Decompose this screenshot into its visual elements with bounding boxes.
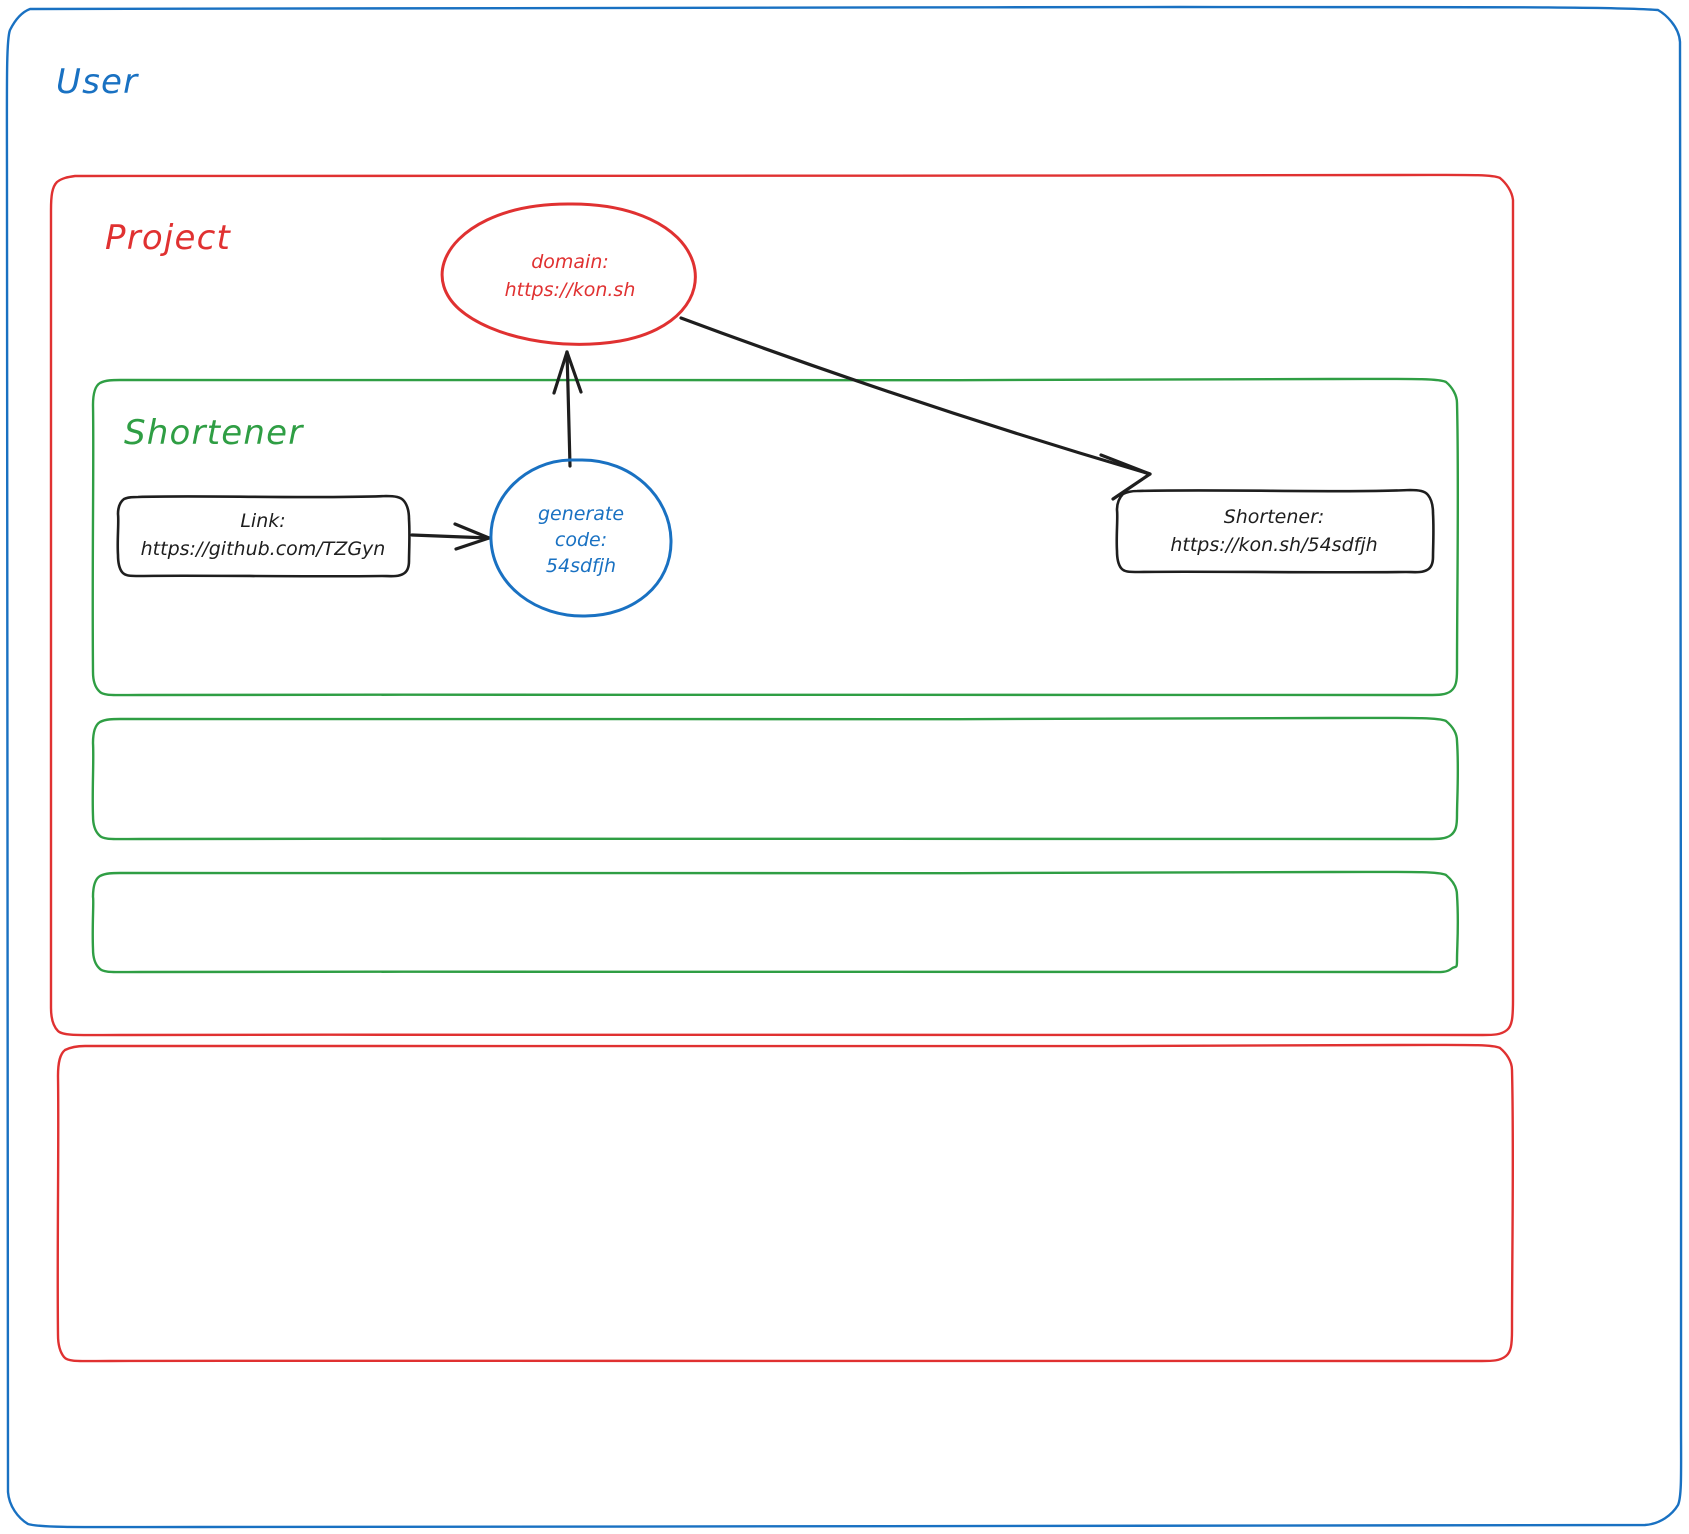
group-user[interactable]: User bbox=[5, 5, 1683, 1529]
generate-circle-line1: generate bbox=[538, 503, 624, 525]
shortener-box-line1: Shortener: bbox=[1224, 506, 1325, 528]
arrow-link-to-generate-head bbox=[453, 522, 491, 551]
arrow-generate-to-domain bbox=[552, 350, 583, 468]
generate-circle-line3: 54sdfjh bbox=[546, 555, 616, 577]
node-link-box[interactable]: Link: https://github.com/TZGyn bbox=[116, 494, 411, 578]
user-frame-border bbox=[5, 5, 1683, 1529]
node-generate-circle[interactable]: generate code: 54sdfjh bbox=[489, 458, 673, 618]
arrow-domain-to-shortener-head bbox=[1099, 453, 1152, 501]
arrow-generate-to-domain-head bbox=[552, 350, 583, 395]
arrow-link-to-generate-line bbox=[410, 533, 491, 540]
node-shortener-box[interactable]: Shortener: https://kon.sh/54sdfjh bbox=[1115, 488, 1435, 574]
user-group-label: User bbox=[56, 62, 139, 102]
project-group-label: Project bbox=[105, 218, 232, 258]
arrow-generate-to-domain-line bbox=[565, 350, 572, 468]
domain-ellipse-line2: https://kon.sh bbox=[505, 279, 636, 301]
project-frame-border bbox=[49, 173, 1516, 1037]
generate-circle-shape bbox=[489, 458, 673, 618]
shortener-box-line2: https://kon.sh/54sdfjh bbox=[1170, 534, 1377, 556]
link-box-shape bbox=[116, 494, 411, 578]
empty-green-2-border bbox=[91, 870, 1460, 974]
arrow-link-to-generate bbox=[410, 522, 491, 551]
node-domain-ellipse[interactable]: domain: https://kon.sh bbox=[440, 202, 697, 346]
empty-green-1-border bbox=[91, 716, 1460, 841]
arrow-domain-to-shortener bbox=[679, 316, 1152, 501]
shortener-box-shape bbox=[1115, 488, 1435, 574]
group-project[interactable]: Project bbox=[49, 173, 1516, 1037]
group-shortener[interactable]: Shortener bbox=[91, 377, 1460, 697]
link-box-line2: https://github.com/TZGyn bbox=[141, 538, 386, 560]
arrow-domain-to-shortener-line bbox=[679, 316, 1152, 476]
group-empty-red-bottom[interactable] bbox=[56, 1043, 1515, 1363]
empty-red-bottom-border bbox=[56, 1043, 1515, 1363]
domain-ellipse-line1: domain: bbox=[531, 251, 609, 273]
domain-ellipse-shape bbox=[440, 202, 697, 346]
shortener-group-label: Shortener bbox=[124, 413, 304, 453]
group-empty-green-2[interactable] bbox=[91, 870, 1460, 974]
link-box-line1: Link: bbox=[240, 510, 285, 532]
shortener-frame-border bbox=[91, 377, 1460, 697]
group-empty-green-1[interactable] bbox=[91, 716, 1460, 841]
generate-circle-line2: code: bbox=[555, 529, 607, 551]
